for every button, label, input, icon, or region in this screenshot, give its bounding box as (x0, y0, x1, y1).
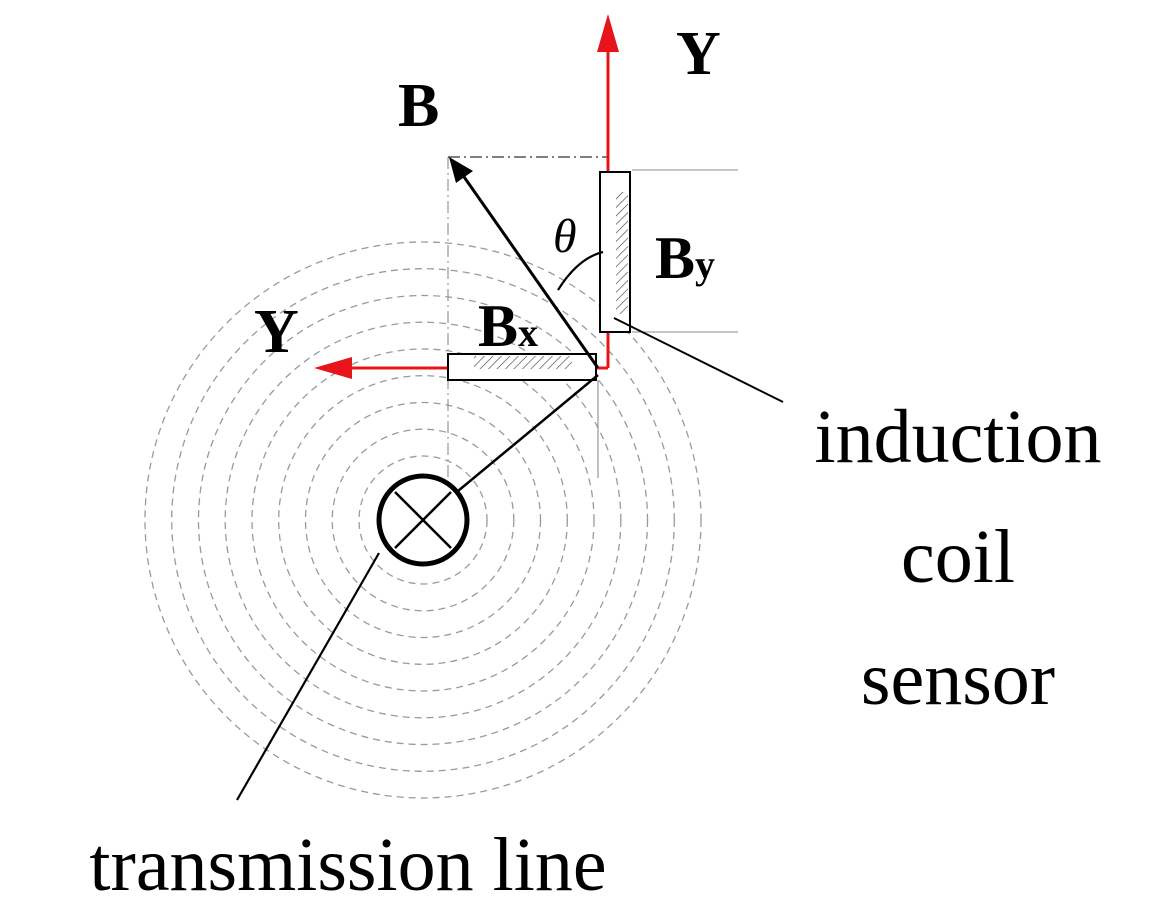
field-ring (358, 455, 488, 585)
label-component-y-sub: y (695, 242, 715, 287)
axis-vertical-arrowhead (597, 14, 619, 52)
sensor-leader-line (613, 317, 784, 403)
label-sensor-line-1: induction (814, 395, 1101, 479)
label-component-x-main: B (478, 293, 518, 359)
label-sensor-line-3: sensor (861, 637, 1055, 721)
label-transmission-line: transmission line (89, 823, 606, 907)
field-ring (304, 401, 542, 639)
field-ring (278, 375, 568, 665)
magnetic-field-rings (144, 241, 702, 799)
field-ring (224, 321, 622, 719)
label-component-y-main: B (655, 225, 695, 291)
field-ring (197, 294, 649, 746)
field-vector (449, 157, 600, 369)
circle-cross-icon (376, 473, 470, 567)
sensor-axes (314, 14, 619, 379)
label-sensor-line-2: coil (901, 515, 1015, 599)
line-leader-line (236, 552, 380, 801)
field-ring (331, 428, 515, 612)
label-axis-y-horizontal: Y (254, 298, 299, 366)
axis-horizontal-arrowhead (314, 357, 352, 379)
label-component-y: By (655, 225, 715, 291)
label-component-x: Bx (478, 293, 538, 359)
label-field-vector: B (398, 72, 439, 140)
coil-x (447, 353, 597, 381)
label-component-x-sub: x (518, 310, 538, 355)
coil-y (599, 171, 631, 333)
label-angle: θ (553, 210, 577, 263)
field-ring (171, 268, 675, 772)
angle-arc (557, 250, 604, 291)
field-ring (251, 348, 595, 692)
label-axis-y-vertical: Y (676, 20, 721, 88)
field-ring (144, 241, 702, 799)
projection-guides (447, 156, 738, 478)
